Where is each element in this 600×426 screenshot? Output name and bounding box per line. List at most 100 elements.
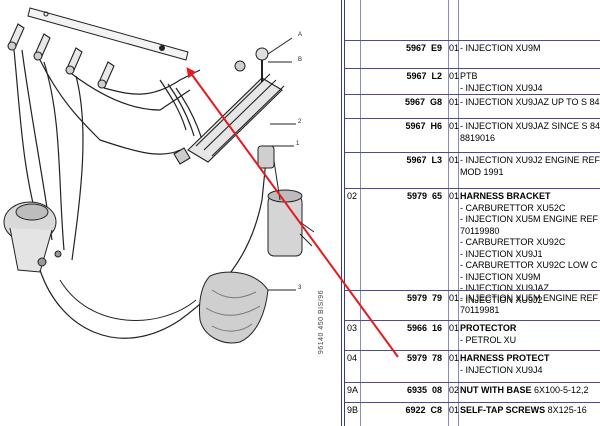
- index-cell: [345, 41, 361, 68]
- application-line: - INJECTION XU9J1: [460, 248, 543, 259]
- application-line: - INJECTION XU9J4: [460, 364, 543, 375]
- part-dimensions: 8X125-16: [545, 405, 587, 415]
- quantity-cell: [448, 0, 459, 40]
- quantity-cell: 01: [448, 153, 459, 188]
- screw-nut: [234, 37, 293, 82]
- part-reference: 5979 79: [406, 293, 442, 303]
- reference-cell: 5967 H6: [360, 119, 449, 152]
- reference-cell: 5967 E9: [360, 41, 449, 68]
- quantity-cell: 01: [448, 351, 459, 382]
- application-line: - CARBURETTOR XU52C: [460, 202, 566, 213]
- quantity-cell: 01: [448, 189, 459, 290]
- application-line: 70119981: [460, 304, 500, 315]
- index-cell: [345, 0, 361, 40]
- application-line: PTB: [460, 71, 478, 81]
- part-reference: 5967 G8: [404, 97, 442, 107]
- part-reference: 5967 L3: [406, 155, 442, 165]
- part-quantity: 01: [449, 71, 460, 81]
- index-cell: 04: [345, 351, 361, 382]
- index-cell: [345, 291, 361, 320]
- callout-b: B: [298, 57, 303, 63]
- reference-cell: 5979 79: [360, 291, 449, 320]
- quantity-cell: 01: [448, 41, 459, 68]
- part-reference: 6922 C8: [405, 405, 442, 415]
- reference-cell: 6922 C8: [360, 403, 449, 426]
- application-line: - INJECTION XU9J4: [460, 82, 543, 93]
- index-cell: 9A: [345, 383, 361, 402]
- parts-row[interactable]: 5967 G8 01- INJECTION XU9JAZ UP TO S 84: [345, 94, 600, 118]
- part-name: PROTECTOR: [460, 323, 516, 335]
- index-cell: [345, 69, 361, 94]
- reference-cell: 5979 65: [360, 189, 449, 290]
- quantity-cell: 01: [448, 291, 459, 320]
- part-description: PTB- INJECTION XU9J4: [460, 71, 543, 94]
- parts-row[interactable]: - INJECTION XU9J2 ENGINE REF: [345, 0, 600, 40]
- callout-a: A: [298, 32, 303, 38]
- part-description: PROTECTOR- PETROL XU: [460, 323, 516, 346]
- application-line: - INJECTION XU9M: [460, 271, 541, 282]
- index-cell: [345, 153, 361, 188]
- callout-2: 2: [298, 119, 302, 125]
- callout-1: 1: [296, 141, 300, 147]
- parts-diagram: A B 2 1 3 96140 450 BIS/96: [3, 7, 325, 355]
- part-name: NUT WITH BASE 6X100-5-12,2: [460, 385, 589, 397]
- application-line: - INJECTION XU9J2: [460, 294, 543, 305]
- part-name-text: HARNESS BRACKET: [460, 191, 551, 201]
- part-name: HARNESS PROTECT: [460, 353, 550, 365]
- part-description: - INJECTION XU9J2 ENGINE REF: [460, 0, 600, 2]
- application-line: - CARBURETTOR XU92C: [460, 237, 566, 247]
- part-quantity: 01: [449, 323, 460, 333]
- part-name-text: NUT WITH BASE: [460, 385, 532, 395]
- application-line: - INJECTION XU9J2 ENGINE REF: [460, 0, 600, 2]
- index-cell: [345, 119, 361, 152]
- callout-3: 3: [298, 285, 302, 291]
- item-index: 03: [347, 323, 358, 333]
- index-cell: 02: [345, 189, 361, 290]
- drawing-reference-code: 96140 450 BIS/96: [318, 290, 325, 355]
- spark-plug-boots: [7, 23, 115, 89]
- quantity-cell: 01: [448, 403, 459, 426]
- part-description: NUT WITH BASE 6X100-5-12,2: [460, 385, 589, 397]
- part-reference: 5967 H6: [405, 121, 442, 131]
- part-reference: 5979 65: [406, 191, 442, 201]
- reference-cell: 5967 G8: [360, 95, 449, 118]
- part-reference: 5967 E9: [405, 43, 442, 53]
- part-reference: 5967 L2: [406, 71, 442, 81]
- parts-row[interactable]: 5967 E9 01- INJECTION XU9M: [345, 40, 600, 68]
- quantity-cell: 01: [448, 95, 459, 118]
- reference-cell: 6935 08: [360, 383, 449, 402]
- part-dimensions: 6X100-5-12,2: [531, 385, 589, 395]
- application-line: - INJECTION XU9JAZ: [460, 283, 550, 293]
- reference-cell: 5966 16: [360, 321, 449, 350]
- part-quantity: 01: [449, 97, 460, 107]
- part-description: - INJECTION XU9JAZ UP TO S 84: [460, 97, 600, 109]
- ignition-coil: [257, 145, 315, 257]
- part-name-text: HARNESS PROTECT: [460, 353, 550, 363]
- index-cell: 9B: [345, 403, 361, 426]
- protector-boot: [199, 271, 296, 344]
- quantity-cell: 01: [448, 321, 459, 350]
- application-line: - INJECTION XU5M ENGINE REF: [460, 293, 599, 303]
- application-line: MOD 1991: [460, 166, 504, 177]
- reference-cell: 5967 L3: [360, 153, 449, 188]
- part-name-text: PROTECTOR: [460, 323, 517, 333]
- item-index: 04: [347, 353, 358, 363]
- index-cell: 03: [345, 321, 361, 350]
- application-line: 8819016: [460, 132, 496, 143]
- part-description: - INJECTION XU9M: [460, 43, 541, 55]
- part-quantity: 01: [449, 405, 460, 415]
- part-quantity: 01: [449, 293, 460, 303]
- part-description: HARNESS PROTECT- INJECTION XU9J4: [460, 353, 550, 376]
- quantity-cell: 02: [448, 383, 459, 402]
